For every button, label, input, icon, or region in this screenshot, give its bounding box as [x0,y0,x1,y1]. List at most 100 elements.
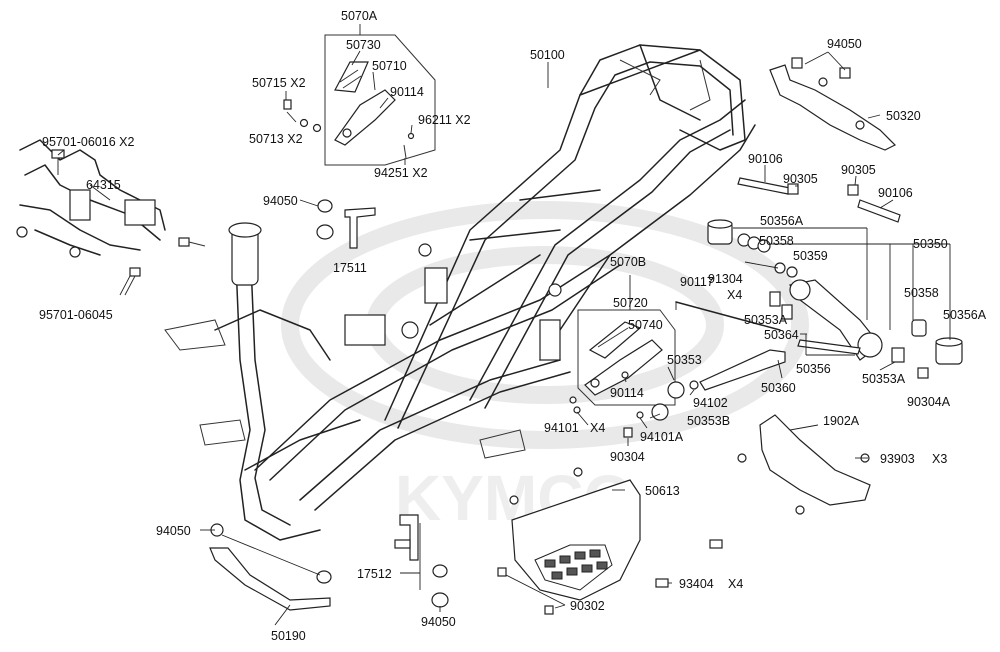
stay-50190[interactable] [209,547,331,611]
bolt-90117[interactable] [675,301,781,331]
label-50364: 50364 [764,328,799,342]
label-96211: 96211 X2 [418,113,471,127]
collar-50353a-top[interactable] [769,291,781,307]
label-50613: 50613 [645,484,680,498]
label-94050-d: 94050 [421,615,456,629]
bolt-95701-06045-a[interactable] [178,237,206,247]
footrest-arm-50710[interactable] [334,89,396,146]
nut-94050-a[interactable] [791,57,851,79]
bushing-50358-right[interactable] [911,319,927,337]
bolt-95701-06016[interactable] [51,149,65,175]
engine-hanger-link-50350[interactable] [789,279,883,361]
rod-50360[interactable] [699,349,786,391]
label-95701-06016: 95701-06016 X2 [42,135,134,149]
cushion-50353[interactable] [667,381,685,399]
label-50353b: 50353B [687,414,730,428]
label-90305-a: 90305 [783,172,818,186]
leader-lines [57,24,951,626]
label-50715: 50715 X2 [252,76,306,90]
bracket-17511[interactable] [344,207,376,249]
label-50356a-right: 50356A [943,308,987,322]
label-50353a-top: 50353A [744,313,788,327]
nut-90304a[interactable] [917,367,929,379]
label-94101: 94101 [544,421,579,435]
nut-94050-d[interactable] [431,564,449,608]
label-94050-a: 94050 [827,37,862,51]
main-frame-50100[interactable] [164,44,756,541]
footrest-arm-50740[interactable] [584,339,663,396]
bushing-50356a-top[interactable] [707,219,733,245]
bushing-50356a-right[interactable] [935,337,963,365]
label-91304: 91304 [708,272,743,286]
label-17511: 17511 [333,261,367,275]
label-50353a-bottom: 50353A [862,372,906,386]
label-93903: 93903 [880,452,915,466]
under-cover-50613[interactable] [511,479,641,601]
bolt-95701-06045-b[interactable] [124,267,141,296]
under-cover-grid [544,549,608,580]
label-50190: 50190 [271,629,306,643]
bushing-50358-top[interactable] [737,233,771,253]
bolt-90114-b[interactable] [621,371,629,379]
pivot-bolt-90106-b[interactable] [857,199,901,223]
label-17512: 17512 [357,567,392,581]
washer-94102[interactable] [689,380,699,390]
label-94050-b: 94050 [263,194,298,208]
label-50710: 50710 [372,59,407,73]
washer-50713[interactable] [299,118,322,133]
label-50320: 50320 [886,109,921,123]
clip-94251[interactable] [403,144,407,159]
nut-94050-c[interactable] [210,523,332,584]
label-95701-06045: 95701-06045 [39,308,113,322]
label-64315: 64315 [86,178,121,192]
bolt-50356[interactable] [797,339,861,355]
spring-50715[interactable] [283,99,292,110]
guard-1902a[interactable] [759,414,871,506]
label-5070a: 5070A [341,9,378,23]
label-50350: 50350 [913,237,948,251]
label-94101-qty: X4 [590,421,605,435]
label-50358-top: 50358 [759,234,794,248]
label-90304: 90304 [610,450,645,464]
label-50356a-top: 50356A [760,214,804,228]
label-90117: 90117 [680,275,714,289]
pin-96211[interactable] [407,132,415,140]
collar-50353a-bottom[interactable] [891,347,905,363]
collar-50364[interactable] [781,304,793,320]
label-90114-a: 90114 [390,85,424,99]
label-50100: 50100 [530,48,565,62]
screw-top-cover[interactable] [509,467,583,505]
label-50356: 50356 [796,362,831,376]
screw-93903[interactable] [737,453,870,515]
washer-91304[interactable] [774,262,798,278]
label-50720: 50720 [613,296,648,310]
label-90106-a: 90106 [748,152,783,166]
bracket-17512[interactable] [394,514,419,561]
washer-94101[interactable] [569,396,581,414]
label-93404: 93404 [679,577,714,591]
clip-90302[interactable] [497,567,554,615]
label-90304a: 90304A [907,395,951,409]
footrest-rubber-50720[interactable] [588,321,642,359]
label-90302: 90302 [570,599,605,613]
nut-90305-b[interactable] [847,184,859,196]
cushion-50353b[interactable] [651,403,669,421]
label-5070b: 5070B [610,255,646,269]
washer-94101a[interactable] [636,411,644,419]
nut-94050-b[interactable] [316,199,334,240]
label-90106-b: 90106 [878,186,913,200]
label-50730: 50730 [346,38,381,52]
label-94251: 94251 X2 [374,166,428,180]
group-box-5070b [577,309,676,406]
footrest-rubber-50730[interactable] [334,61,369,93]
label-50353: 50353 [667,353,702,367]
nut-90304[interactable] [623,427,633,438]
front-bracket-64315[interactable] [16,139,166,258]
nut-90305-a[interactable] [787,183,799,195]
label-50358-right: 50358 [904,286,939,300]
label-90305-b: 90305 [841,163,876,177]
bracket-50320[interactable] [769,64,897,151]
label-50713: 50713 X2 [249,132,303,146]
label-90114-b: 90114 [610,386,644,400]
